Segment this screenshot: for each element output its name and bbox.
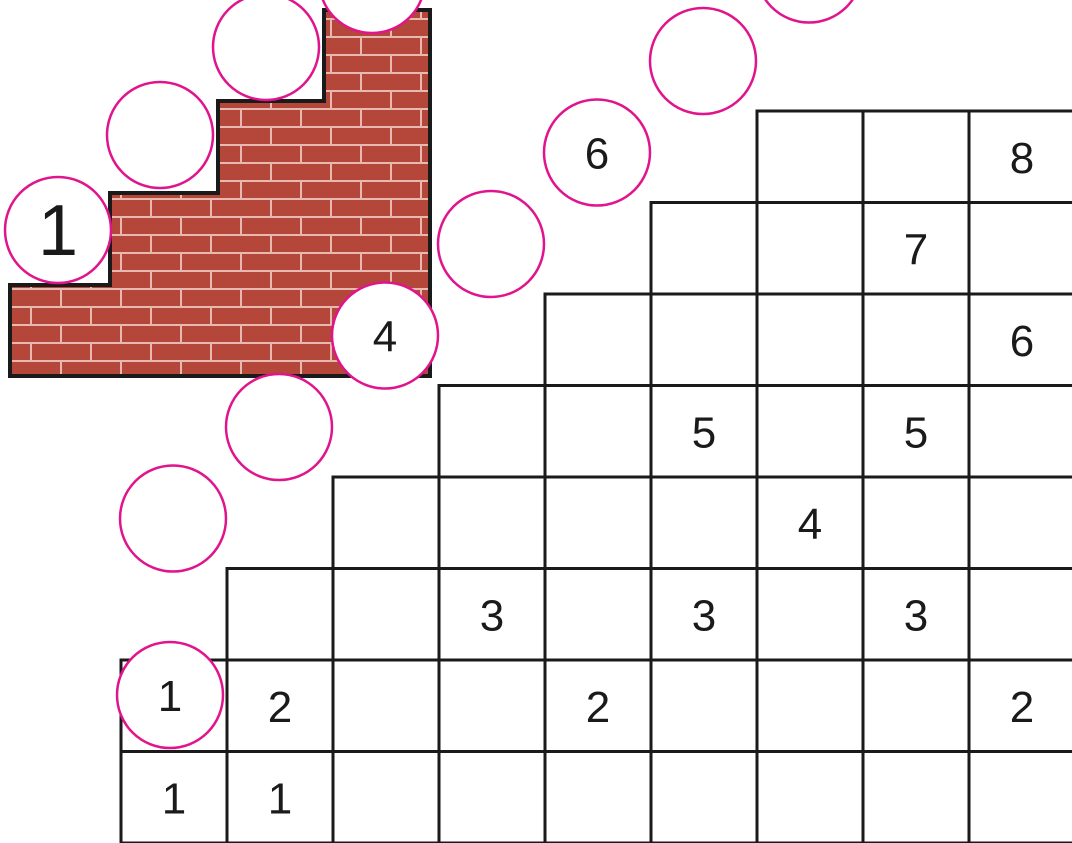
step-circle-label: 4 [373,313,397,362]
step-circle-label: 1 [158,672,182,721]
grid-cell [863,294,969,386]
grid-cell [863,111,969,203]
grid-cell-number: 5 [692,408,716,457]
grid-cell [651,752,757,843]
grid-cell [757,660,863,752]
mini-step-circle [213,0,319,100]
grid-cell [969,477,1072,569]
step-circle [120,466,226,572]
grid-cell [757,294,863,386]
grid-cell [333,569,439,661]
grid-cell [333,477,439,569]
grid-cell [439,477,545,569]
grid-cell [545,386,651,478]
grid-cell [757,569,863,661]
grid-cell [969,386,1072,478]
grid-cell [439,752,545,843]
grid-cell [227,569,333,661]
grid-cell-number: 3 [692,591,716,640]
step-circle [756,0,862,23]
grid-cell-number: 5 [904,408,928,457]
grid-cell [651,477,757,569]
grid-cell [969,203,1072,295]
grid-cell [439,386,545,478]
grid-cell [651,660,757,752]
grid-cell [863,477,969,569]
grid-cell-number: 1 [268,774,292,823]
grid-cell [757,111,863,203]
grid-cell [757,752,863,843]
grid-cell [651,294,757,386]
mini-step-circle-label: 1 [38,191,78,271]
grid-cell [333,752,439,843]
grid-cell [651,203,757,295]
grid-cell [863,660,969,752]
grid-cell-number: 8 [1010,134,1034,183]
grid-cell [545,752,651,843]
grid-cell-number: 7 [904,225,928,274]
mini-step-circle [107,82,213,188]
grid-cell-number: 1 [162,774,186,823]
grid-cell [863,752,969,843]
grid-cell-number: 6 [1010,317,1034,366]
grid-cell-number: 2 [268,683,292,732]
step-circle [650,8,756,114]
grid-cell [757,203,863,295]
grid-cell [439,660,545,752]
step-circle [226,374,332,480]
step-circle-label: 6 [585,130,609,179]
grid-cell-number: 2 [1010,683,1034,732]
grid-cell [969,569,1072,661]
grid-cell [545,477,651,569]
grid-cell-number: 3 [904,591,928,640]
step-circle [438,191,544,297]
grid-cell [545,294,651,386]
grid-cell [969,752,1072,843]
grid-cell-number: 4 [798,500,822,549]
grid-cell-number: 2 [586,683,610,732]
grid-cell-number: 3 [480,591,504,640]
grid-cell [545,569,651,661]
grid-cell [333,660,439,752]
grid-cell [757,386,863,478]
